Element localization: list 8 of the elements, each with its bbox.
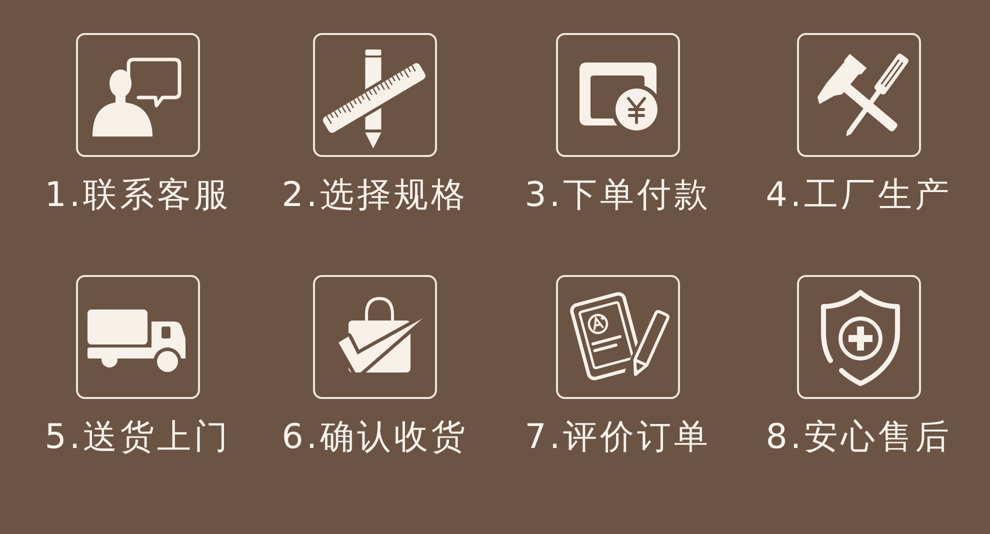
step-label: 3.下单付款 xyxy=(524,175,712,215)
step-label: 8.安心售后 xyxy=(766,417,952,457)
step-label: 4.工厂生产 xyxy=(766,175,952,215)
step-label: 7.评价订单 xyxy=(524,417,712,457)
step-label: 6.确认收货 xyxy=(282,417,468,457)
step-label: 1.联系客服 xyxy=(44,175,232,215)
step-label: 5.送货上门 xyxy=(44,417,232,457)
step-label: 2.选择规格 xyxy=(282,175,468,215)
